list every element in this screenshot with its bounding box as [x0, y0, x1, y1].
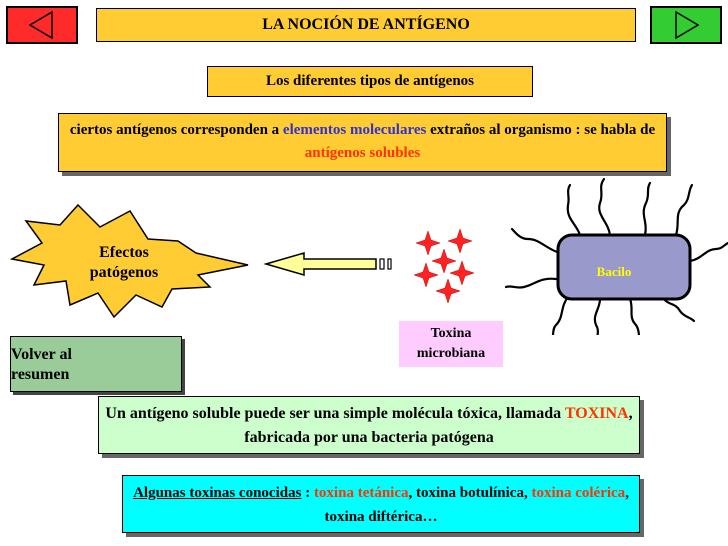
next-slide-button[interactable] [650, 6, 722, 44]
bacillus-flagella [504, 177, 728, 335]
statement-highlight-soluble: antígenos solubles [304, 145, 421, 161]
triangle-left-icon [28, 10, 53, 40]
effect-label-line2: patógenos [90, 264, 158, 281]
previous-slide-button[interactable] [6, 6, 78, 44]
examples-diphtheric: , toxina diftérica… [324, 485, 629, 525]
bacillus-body [556, 233, 692, 301]
info-box: Un antígeno soluble puede ser una simple… [98, 396, 640, 454]
examples-box: Algunas toxinas conocidas : toxina tetán… [122, 475, 640, 533]
info-text-1: Un antígeno soluble puede ser una simple… [105, 405, 565, 422]
back-to-summary-button[interactable]: Volver al resumen [10, 336, 182, 392]
effect-label-line1: Efectos [99, 244, 149, 261]
examples-separator: : [301, 485, 314, 501]
arrow-icon [263, 252, 392, 276]
subtitle: Los diferentes tipos de antígenos [207, 66, 533, 97]
toxin-diagram: Efectos patógenos Bacilo [9, 177, 728, 335]
examples-botulinic: , toxina botulínica, [408, 485, 532, 501]
toxin-molecules-icon [413, 228, 475, 304]
examples-tetanic: toxina tetánica [313, 485, 409, 501]
info-text-2: , fabricada por una bacteria patógena [244, 405, 633, 446]
examples-choleric: toxina colérica [531, 485, 626, 501]
toxin-label-line2: microbiana [416, 346, 486, 361]
back-button-line1: Volver al [11, 346, 72, 363]
triangle-right-icon [675, 10, 700, 40]
statement-text-1: ciertos antígenos corresponden a [69, 122, 283, 138]
page-title: LA NOCIÓN DE ANTÍGENO [96, 8, 636, 42]
toxin-label-line1: Toxina [430, 326, 472, 341]
explosion-shape [9, 203, 249, 319]
bacillus-label: Bacilo [597, 264, 632, 279]
statement-highlight-molecular: elementos moleculares [282, 122, 427, 138]
toxin-label: Toxina microbiana [399, 321, 503, 367]
examples-heading: Algunas toxinas conocidas [133, 485, 302, 501]
statement-box: ciertos antígenos corresponden a element… [58, 113, 667, 172]
info-highlight-toxina: TOXINA [564, 405, 629, 422]
back-button-line2: resumen [11, 366, 70, 383]
statement-text-2: extraños al organismo : se habla de [426, 122, 656, 138]
